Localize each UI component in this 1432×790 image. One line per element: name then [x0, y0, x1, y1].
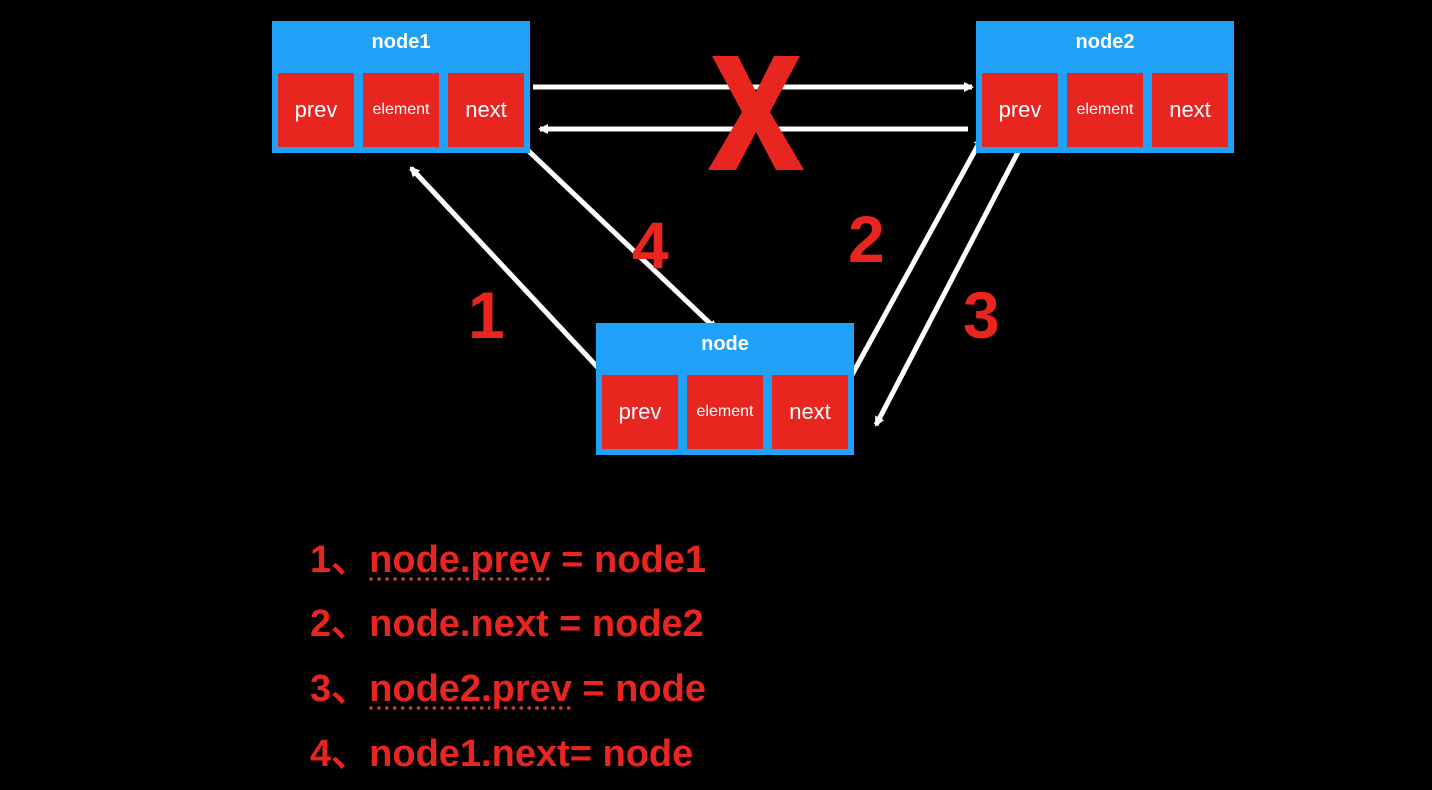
- code-line-4-rest: node1.next= node: [369, 733, 694, 775]
- code-line-1-prefix: 1、: [310, 539, 370, 581]
- node1-box: node1 prev element next: [272, 21, 530, 153]
- new-node-next-cell: next: [772, 375, 848, 449]
- node2-element-cell: element: [1067, 73, 1143, 147]
- new-node-box: node prev element next: [596, 323, 854, 455]
- code-line-2-prefix: 2、: [310, 603, 370, 645]
- cross-mark-icon: [696, 48, 816, 178]
- code-line-3-rest: = node: [571, 668, 706, 710]
- step-number-4: 4: [632, 208, 669, 282]
- code-line-1-underlined: node.prev: [369, 539, 551, 581]
- step-number-2: 2: [848, 202, 885, 276]
- node1-title: node1: [371, 31, 431, 53]
- step-number-1: 1: [468, 278, 505, 352]
- arrow-step-4: [494, 118, 718, 331]
- node2-box: node2 prev element next: [976, 21, 1234, 153]
- node1-next-cell: next: [448, 73, 524, 147]
- new-node-title: node: [701, 333, 749, 355]
- arrow-step-1: [409, 166, 634, 406]
- code-line-3-prefix: 3、: [310, 668, 370, 710]
- new-node-element-cell: element: [687, 375, 763, 449]
- code-line-2: 2、node.next = node2: [310, 592, 704, 647]
- node1-element-cell: element: [363, 73, 439, 147]
- new-node-prev-cell: prev: [602, 375, 678, 449]
- code-line-4: 4、node1.next= node: [310, 722, 693, 777]
- node1-prev-cell: prev: [278, 73, 354, 147]
- arrow-step-3: [873, 150, 1021, 427]
- code-line-2-rest: node.next = node2: [369, 603, 704, 645]
- node2-prev-cell: prev: [982, 73, 1058, 147]
- node2-title: node2: [1075, 31, 1135, 53]
- code-line-1: 1、node.prev = node1: [310, 528, 706, 583]
- step-number-3: 3: [963, 278, 1000, 352]
- code-line-3: 3、node2.prev = node: [310, 657, 706, 712]
- code-line-1-rest: = node1: [550, 539, 706, 581]
- arrow-step-2: [833, 136, 985, 406]
- code-line-4-prefix: 4、: [310, 733, 370, 775]
- code-line-3-underlined: node2.prev: [369, 668, 572, 710]
- node2-next-cell: next: [1152, 73, 1228, 147]
